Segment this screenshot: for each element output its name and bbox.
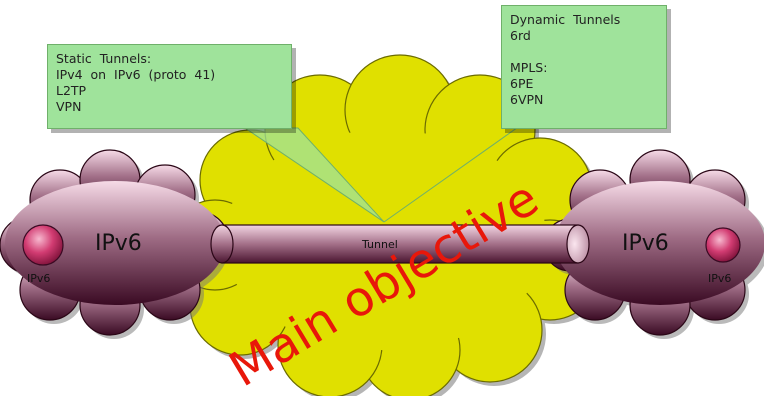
right-cloud-fill [555,181,764,305]
tunnel-label: Tunnel [362,238,398,251]
right-endpoint-node [705,227,741,263]
static-tunnels-callout: Static Tunnels: IPv4 on IPv6 (proto 41) … [47,44,292,129]
left-cloud-fill [5,181,225,305]
left-endpoint-label: IPv6 [27,272,51,285]
right-cloud-label: IPv6 [622,231,669,256]
dynamic-callout-pointer [383,119,529,223]
right-endpoint-label: IPv6 [708,272,732,285]
left-cloud-label: IPv6 [95,231,142,256]
tunnel-tube [210,224,590,264]
left-endpoint-node [22,224,64,266]
dynamic-tunnels-callout: Dynamic Tunnels 6rd MPLS: 6PE 6VPN [501,5,667,129]
